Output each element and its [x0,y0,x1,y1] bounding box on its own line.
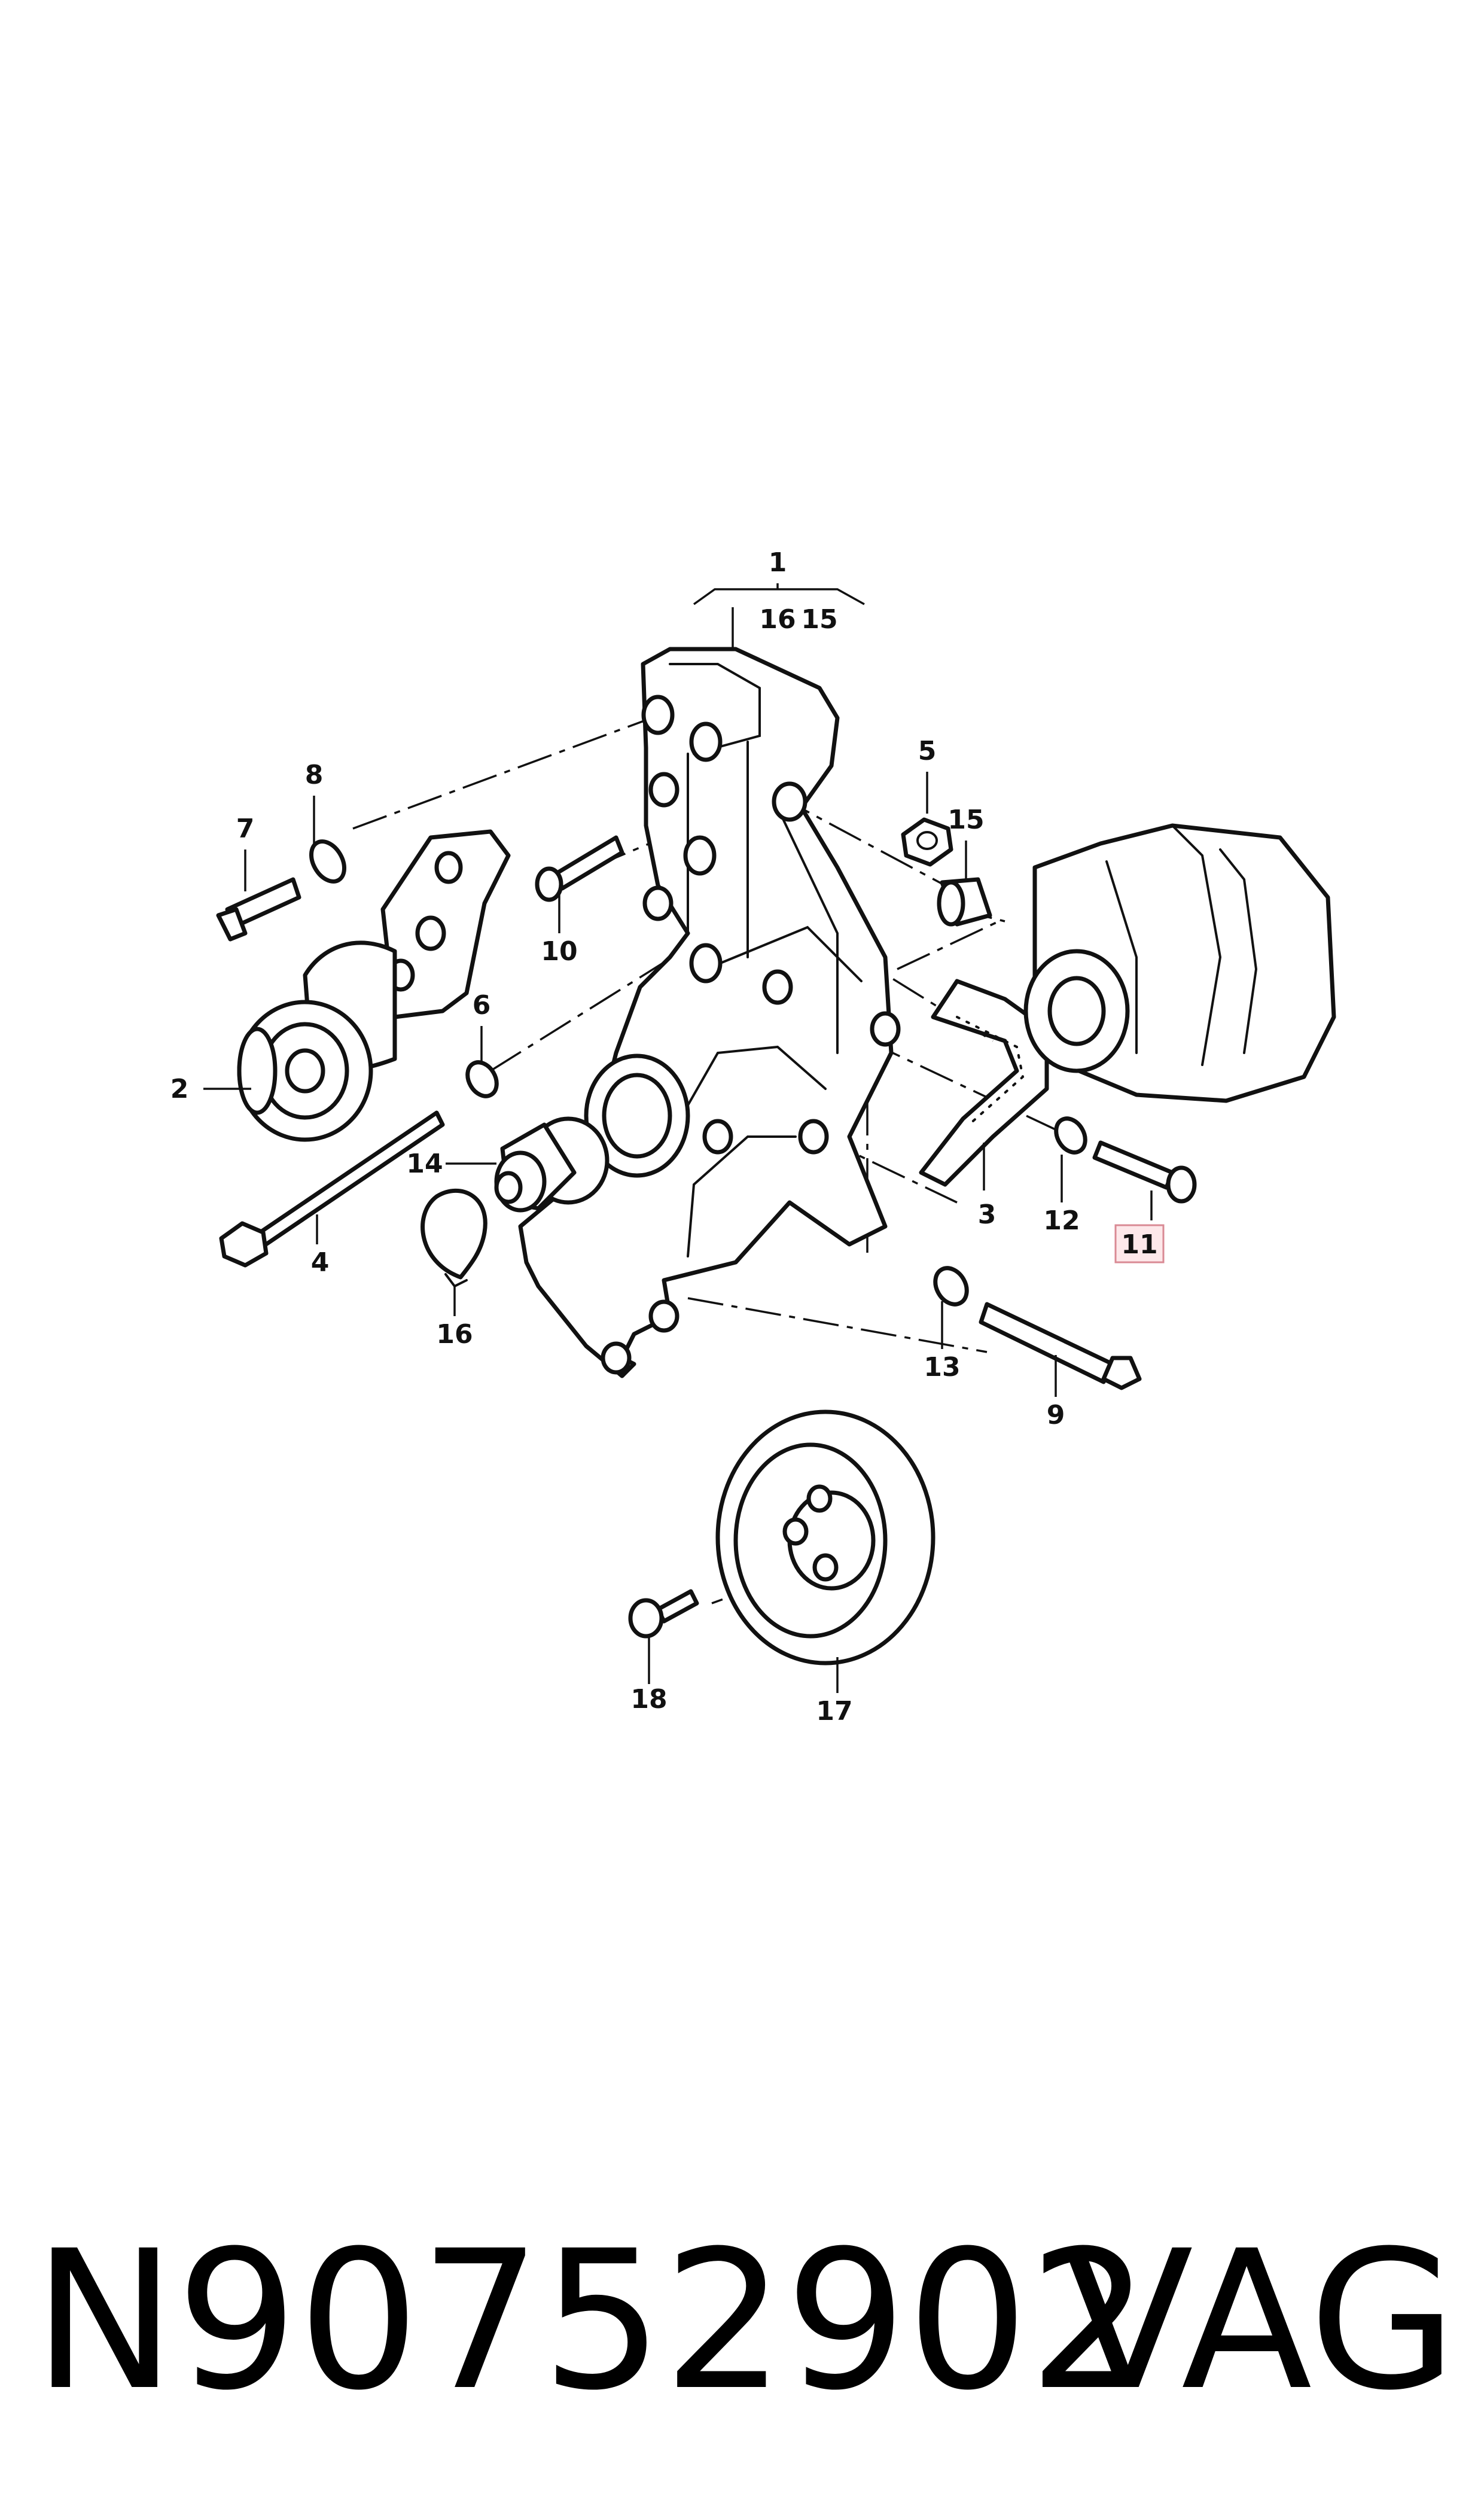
callout-15: 15 [947,805,984,835]
bolt-18 [628,1589,699,1639]
nut [901,817,953,867]
pulley-17 [715,1409,936,1666]
part-number: N90752902 [33,2210,1151,2432]
brand-name: VAG [1062,2210,1457,2432]
callout-3: 3 [978,1199,997,1230]
callout-9: 9 [1047,1400,1065,1430]
alternator [1023,823,1336,1103]
washer-13 [933,1266,969,1307]
callout-17: 17 [816,1696,852,1727]
callout-labels: 1 16 15 2 3 4 5 6 7 8 9 10 11 12 13 14 1… [170,547,1158,1727]
callout-10: 10 [541,936,577,967]
callout-5: 5 [918,736,937,766]
belt-section [919,979,1049,1187]
callout-6: 6 [473,990,491,1021]
callout-16-top: 16 [759,604,796,635]
leader-lines [203,772,1153,1693]
circlip-16 [420,1188,487,1288]
callout-16: 16 [436,1319,473,1350]
callout-11: 11 [1121,1229,1157,1260]
callout-12: 12 [1043,1205,1080,1236]
assembly-bracket-1 [693,583,865,649]
callout-4: 4 [311,1247,330,1278]
main-bracket [518,647,901,1378]
callout-15-top: 15 [801,604,837,635]
tensioner-assembly [237,829,511,1142]
washer-6 [465,1060,499,1098]
washer-8 [309,839,346,884]
callout-13: 13 [924,1352,960,1383]
washer-12 [1054,1116,1087,1155]
bolt-11 [1092,1140,1197,1204]
rubber-bush-14 [494,1116,610,1213]
bolt-7 [216,877,301,942]
callout-2: 2 [170,1074,189,1104]
long-bolt-4 [219,1110,445,1268]
callout-8: 8 [305,760,324,790]
highlighted-callout-box [1114,1224,1165,1263]
callout-7: 7 [236,814,255,844]
bolt-10 [535,835,624,902]
bush [937,877,992,927]
callout-18: 18 [630,1684,667,1715]
callout-1: 1 [769,547,787,578]
bolt-9 [979,1302,1142,1390]
callout-14: 14 [406,1149,443,1179]
